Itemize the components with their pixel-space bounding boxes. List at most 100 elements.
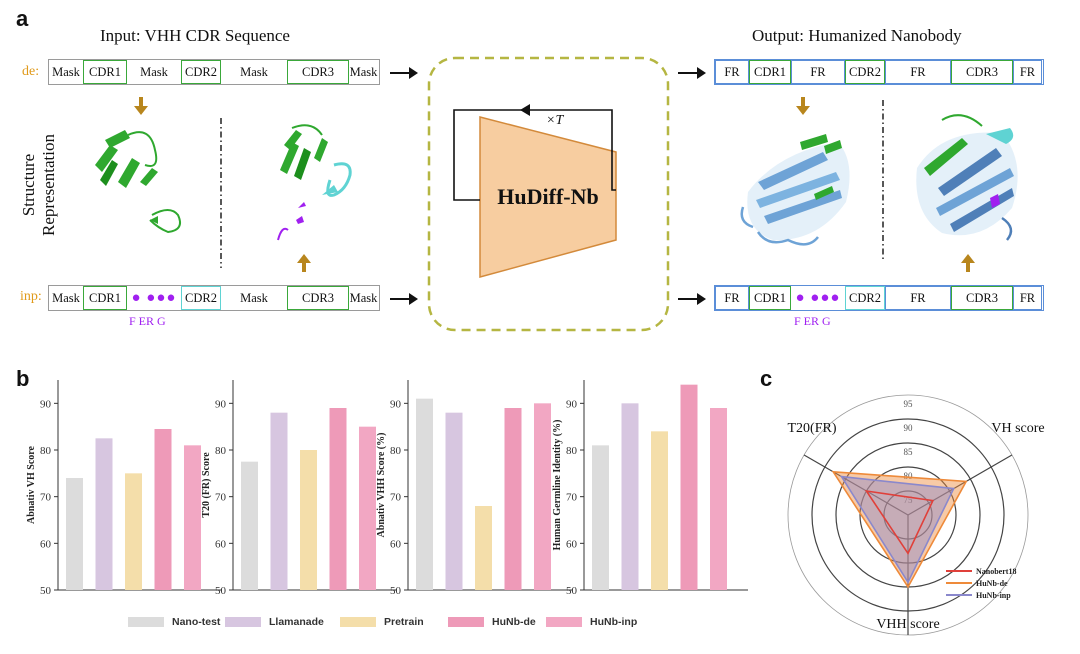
y-axis-title: T20 (FR) Score bbox=[201, 452, 212, 518]
bar-nano-test bbox=[592, 445, 609, 590]
seq-segment-cdr2: CDR2 bbox=[845, 60, 885, 84]
separator-line bbox=[220, 118, 222, 268]
loop-line bbox=[453, 109, 616, 201]
seq-segment-mask: Mask bbox=[240, 64, 268, 79]
bar-pretrain bbox=[125, 473, 142, 590]
bar-hunb-inp bbox=[184, 445, 201, 590]
radar-ring-label: 80 bbox=[904, 471, 914, 481]
loop-label: ×T bbox=[546, 113, 564, 128]
y-tick-label: 90 bbox=[215, 398, 227, 410]
y-axis-title: Abnativ VHH Score (%) bbox=[376, 433, 387, 538]
legend-item-llamanade: Llamanade bbox=[225, 616, 324, 628]
seq-segment-cdr1: CDR1 bbox=[749, 60, 791, 84]
y-tick-label: 60 bbox=[566, 538, 578, 550]
y-tick-label: 80 bbox=[566, 445, 578, 457]
bar-nano-test bbox=[416, 398, 433, 590]
bar-nano-test bbox=[241, 461, 258, 590]
mutation-dots: ● ●●● bbox=[795, 289, 841, 306]
seq-segment-cdr2: CDR2 bbox=[845, 286, 885, 310]
radar-legend-label: HuNb-de bbox=[976, 579, 1008, 588]
y-tick-label: 80 bbox=[390, 445, 402, 457]
y-tick-label: 60 bbox=[390, 538, 402, 550]
flow-arrow bbox=[678, 67, 706, 79]
y-tick-label: 70 bbox=[390, 492, 402, 504]
flow-arrow bbox=[390, 293, 418, 305]
y-tick-label: 80 bbox=[215, 445, 227, 457]
input-title: Input: VHH CDR Sequence bbox=[100, 26, 290, 45]
model-name: HuDiff-Nb bbox=[497, 184, 598, 209]
up-arrow bbox=[297, 254, 311, 272]
bar-llamanade bbox=[621, 403, 639, 590]
output-inp-sequence-row: FR CDR1 ● ●●● CDR2 FR CDR3 FR bbox=[714, 285, 1044, 311]
output-title: Output: Humanized Nanobody bbox=[752, 26, 962, 45]
radar-ring-label: 95 bbox=[904, 399, 914, 409]
legend-swatch bbox=[448, 617, 484, 627]
loop-arrowhead bbox=[520, 104, 530, 116]
seq-segment-fr: FR bbox=[1013, 286, 1042, 310]
flow-arrow bbox=[678, 293, 706, 305]
bar-llamanade bbox=[445, 412, 463, 590]
bar-llamanade bbox=[95, 438, 113, 590]
y-tick-label: 70 bbox=[215, 492, 227, 504]
seq-segment-cdr1: CDR1 bbox=[83, 60, 127, 84]
radar-legend-label: Nanobert18 bbox=[976, 567, 1016, 576]
bar-pretrain bbox=[651, 431, 668, 590]
seq-segment-cdr1: CDR1 bbox=[749, 286, 791, 310]
bar-hunb-de bbox=[680, 384, 698, 590]
up-arrow bbox=[961, 254, 975, 272]
nanobody-structure-de-illustration bbox=[740, 134, 850, 246]
y-tick-label: 80 bbox=[40, 445, 52, 457]
model-dashed-box bbox=[427, 56, 670, 332]
y-tick-label: 60 bbox=[40, 538, 52, 550]
seq-segment-mask: Mask bbox=[52, 290, 80, 305]
radar-ring-label: 85 bbox=[904, 447, 914, 457]
bar-hunb-inp bbox=[534, 403, 551, 590]
y-axis-title: Abnativ VH Score bbox=[26, 445, 37, 524]
seq-segment-fr: FR bbox=[791, 60, 845, 84]
down-arrow bbox=[796, 97, 810, 115]
radar-ring-label: 90 bbox=[904, 423, 914, 433]
seq-segment-mask: Mask bbox=[240, 290, 268, 305]
bar-hunb-inp bbox=[359, 426, 376, 590]
y-axis-title: Human Germline Identity (%) bbox=[552, 420, 563, 551]
seq-segment-cdr3: CDR3 bbox=[951, 60, 1013, 84]
seq-segment-cdr1: CDR1 bbox=[83, 286, 127, 310]
y-tick-label: 90 bbox=[566, 398, 578, 410]
radar-series-nanobert18 bbox=[864, 489, 935, 556]
legend-item-hunb-de: HuNb-de bbox=[448, 616, 536, 628]
bar-hunb-de bbox=[504, 408, 522, 590]
seq-segment-cdr2: CDR2 bbox=[181, 286, 221, 310]
radar-axis-label: VHH score bbox=[876, 617, 939, 632]
bar-llamanade bbox=[270, 412, 288, 590]
seq-segment-cdr2: CDR2 bbox=[181, 60, 221, 84]
bar-pretrain bbox=[300, 450, 317, 590]
y-tick-label: 90 bbox=[390, 398, 402, 410]
y-tick-label: 50 bbox=[215, 585, 227, 597]
down-arrow bbox=[134, 97, 148, 115]
mutation-label: F ER G bbox=[129, 314, 166, 328]
de-sequence-row: Mask CDR1 Mask CDR2 Mask CDR3 Mask bbox=[48, 59, 380, 85]
radar-legend-label: HuNb-inp bbox=[976, 591, 1011, 600]
y-tick-label: 50 bbox=[566, 585, 578, 597]
seq-segment-fr: FR bbox=[715, 60, 749, 84]
y-tick-label: 50 bbox=[40, 585, 52, 597]
flow-arrow bbox=[390, 67, 418, 79]
bar-pretrain bbox=[475, 506, 492, 590]
mutation-dots: ● ●●● bbox=[131, 289, 177, 306]
legend-swatch bbox=[225, 617, 261, 627]
seq-segment-cdr3: CDR3 bbox=[951, 286, 1013, 310]
inp-sequence-row: Mask CDR1 ● ●●● CDR2 Mask CDR3 Mask bbox=[48, 285, 380, 311]
radar-axis-label: VH score bbox=[991, 421, 1044, 436]
seq-segment-mask: Mask bbox=[140, 64, 168, 79]
seq-segment-mask: Mask bbox=[349, 290, 378, 305]
legend-swatch bbox=[340, 617, 376, 627]
model-diagram: ×T HuDiff-Nb bbox=[427, 56, 670, 332]
seq-segment-fr: FR bbox=[715, 286, 749, 310]
output-de-sequence-row: FR CDR1 FR CDR2 FR CDR3 FR bbox=[714, 59, 1044, 85]
cdr-structure-inp-illustration bbox=[277, 124, 352, 241]
y-tick-label: 70 bbox=[40, 492, 52, 504]
